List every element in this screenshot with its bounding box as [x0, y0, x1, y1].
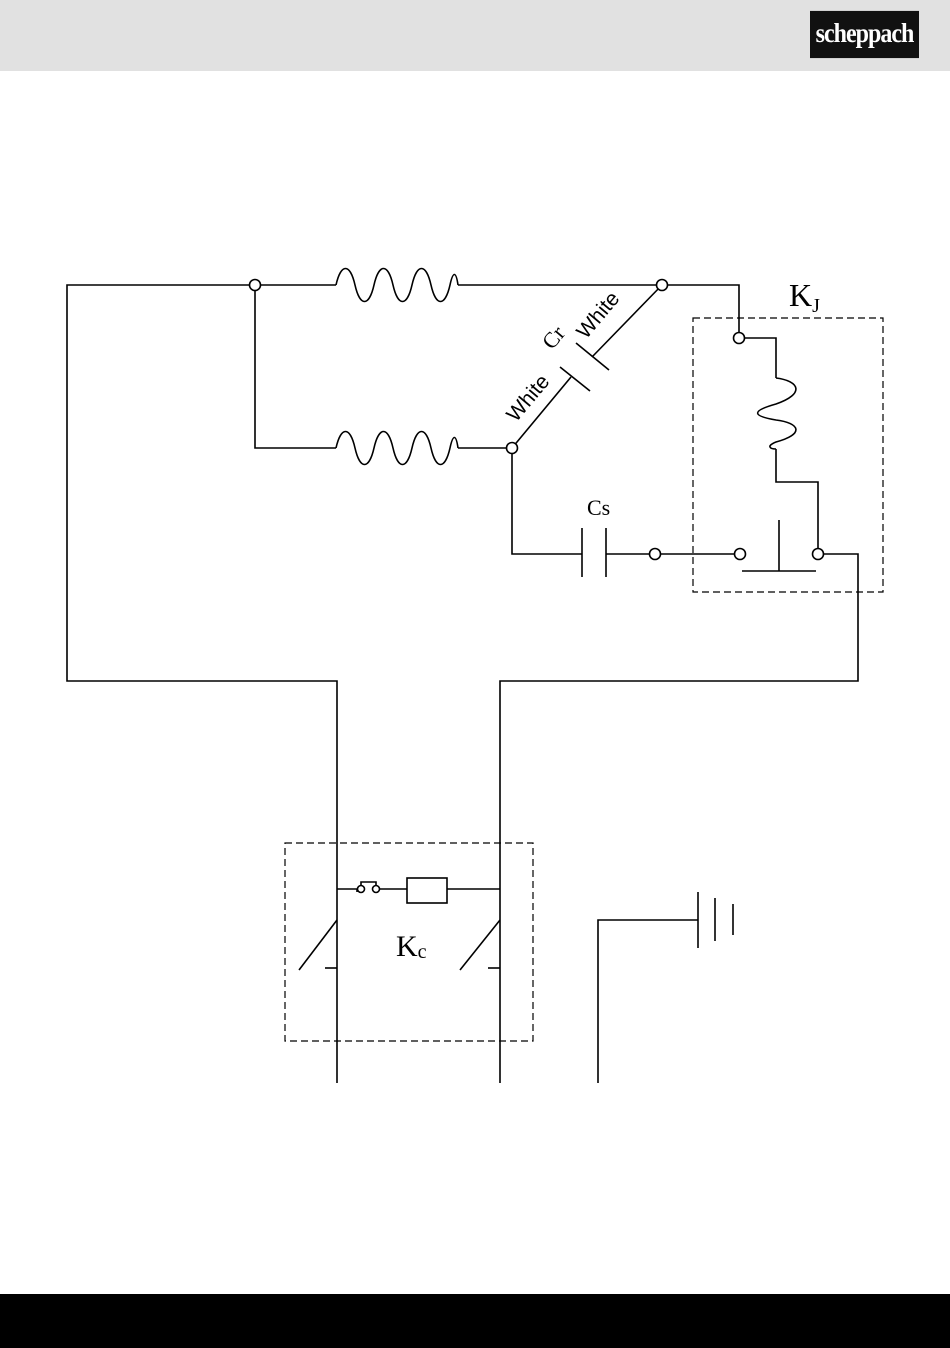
winding-top-icon	[336, 269, 458, 302]
label-wire-lower: White	[502, 370, 554, 426]
node-relay-coil	[734, 333, 745, 344]
wire-left-branch	[255, 285, 336, 448]
wire-coil-top	[739, 338, 776, 378]
label-wire-upper: White	[572, 287, 624, 343]
node-relay-contact-a	[735, 549, 746, 560]
contactor-coil-icon	[407, 878, 447, 903]
relay-coil-icon	[758, 378, 796, 449]
node-switch-b	[373, 886, 380, 893]
kc-contact-right	[460, 920, 500, 970]
label-kc: Kc	[396, 930, 427, 963]
label-cr: Cr	[537, 320, 571, 353]
wire-to-relay	[662, 285, 739, 338]
relay-kj-box	[693, 318, 883, 592]
node-right-top	[657, 280, 668, 291]
wire-start-branch	[512, 448, 582, 554]
label-kj: KJ	[789, 277, 820, 317]
label-cs: Cs	[587, 495, 610, 520]
wire-right-return	[500, 554, 858, 1083]
node-relay-contact-b	[813, 549, 824, 560]
wire-ground	[598, 920, 698, 1083]
winding-bottom-icon	[336, 432, 458, 465]
node-start-cap	[650, 549, 661, 560]
footer-band	[0, 1294, 950, 1348]
wire-coil-bottom	[776, 449, 818, 554]
cap-run-plate-a	[560, 367, 590, 391]
wire-left-loop	[67, 285, 337, 1083]
kc-contact-left	[299, 920, 337, 970]
node-switch-a	[358, 886, 365, 893]
node-left-top	[250, 280, 261, 291]
node-bottom-winding	[507, 443, 518, 454]
